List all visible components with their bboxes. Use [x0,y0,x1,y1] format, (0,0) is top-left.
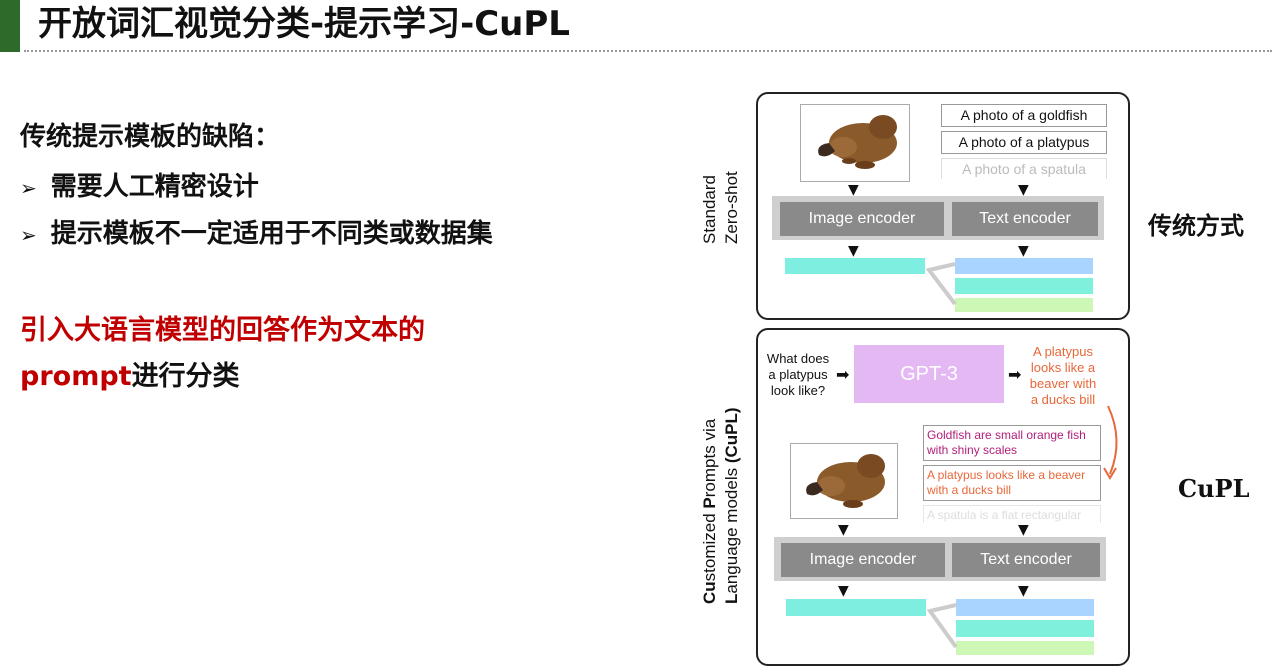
highlight-line-1: 引入大语言模型的回答作为文本的 [20,315,425,346]
bullet-item-2: ➢ 提示模板不一定适用于不同类或数据集 [20,213,493,250]
text-embedding [956,641,1094,655]
highlight-prompt-word: prompt [20,361,132,392]
generated-prompt-box: Goldfish are small orange fish with shin… [923,425,1101,461]
cupl-vertical-label-line2: Language models (CuPL) [722,407,741,604]
image-encoder: Image encoder [780,202,944,236]
down-arrow-icon: ▼ [1018,182,1029,198]
gpt3-model: GPT-3 [854,345,1004,403]
similarity-arrow-icon [926,603,958,649]
cupl-method-label: CuPL [1178,474,1250,503]
zero-shot-label: Zero-shot [722,171,741,244]
right-arrow-icon: ➡ [836,365,850,384]
arrow-bullet-icon: ➢ [20,176,37,200]
bullet-text-2: 提示模板不一定适用于不同类或数据集 [50,219,493,249]
gpt3-answer: A platypus looks like a beaver with a du… [1029,344,1097,407]
prompt-box: A photo of a goldfish [941,104,1107,127]
generated-prompt-box-faded: A spatula is a flat rectangular [923,505,1101,523]
right-arrow-icon: ➡ [1008,365,1022,384]
down-arrow-icon: ▼ [838,522,849,538]
page-title: 开放词汇视觉分类-提示学习-CuPL [38,4,570,44]
down-arrow-icon: ▼ [838,583,849,599]
traditional-method-label: 传统方式 [1148,212,1244,240]
text-encoder: Text encoder [952,543,1100,577]
text-embedding [955,258,1093,274]
question-text: What does a platypus look like? [766,351,830,398]
prompt-box-faded: A photo of a spatula [941,158,1107,179]
down-arrow-icon: ▼ [848,182,859,198]
image-embedding [786,599,926,616]
highlight-line-2: prompt进行分类 [20,354,240,393]
cupl-vertical-label-line1: Customized Prompts via [700,418,719,604]
down-arrow-icon: ▼ [1018,522,1029,538]
platypus-illustration [806,454,885,508]
text-embedding [956,620,1094,637]
generated-prompt-box: A platypus looks like a beaver with a du… [923,465,1101,501]
down-arrow-icon: ▼ [1018,583,1029,599]
bullet-text-1: 需要人工精密设计 [50,172,259,202]
bullet-item-1: ➢ 需要人工精密设计 [20,166,259,203]
standard-label: Standard [700,175,719,244]
title-divider [24,50,1272,52]
prompt-box: A photo of a platypus [941,131,1107,154]
text-encoder: Text encoder [952,202,1098,236]
text-embedding [956,599,1094,616]
arrow-bullet-icon: ➢ [20,223,37,247]
section-heading: 传统提示模板的缺陷： [20,122,281,152]
text-embedding [955,278,1093,294]
platypus-illustration [818,115,897,169]
down-arrow-icon: ▼ [1018,243,1029,259]
curved-arrow-icon [1103,405,1118,480]
platypus-image [800,104,910,182]
title-accent-bar [0,0,20,52]
highlight-line-2-rest: 进行分类 [131,361,240,392]
image-encoder: Image encoder [781,543,945,577]
down-arrow-icon: ▼ [848,243,859,259]
similarity-arrow-icon [925,262,957,306]
text-embedding [955,298,1093,312]
platypus-image [790,443,898,519]
image-embedding [785,258,925,274]
